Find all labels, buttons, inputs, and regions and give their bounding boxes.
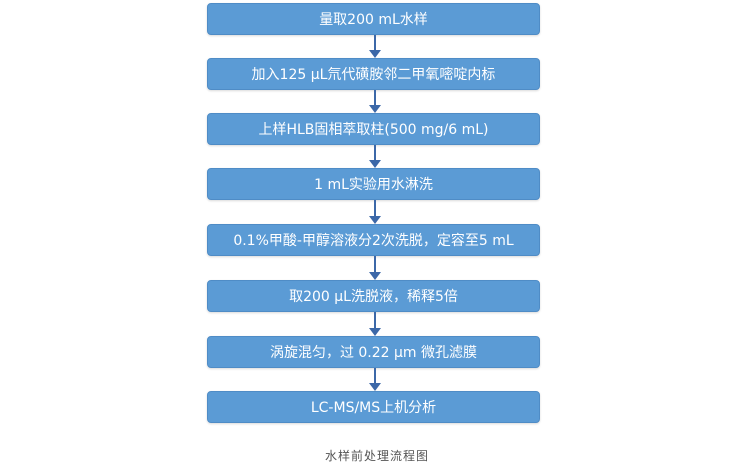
flow-step-8: LC-MS/MS上机分析 xyxy=(207,391,540,423)
arrow-down-icon xyxy=(369,35,381,58)
arrow-down-icon xyxy=(369,312,381,336)
flow-step-7: 涡旋混匀，过 0.22 µm 微孔滤膜 xyxy=(207,336,540,368)
figure-caption: 水样前处理流程图 xyxy=(324,449,429,463)
arrow-down-icon xyxy=(369,145,381,168)
flow-step-5: 0.1%甲酸-甲醇溶液分2次洗脱，定容至5 mL xyxy=(207,224,540,256)
flow-step-1: 量取200 mL水样 xyxy=(207,3,540,35)
flow-step-3: 上样HLB固相萃取柱(500 mg/6 mL) xyxy=(207,113,540,145)
arrow-down-icon xyxy=(369,256,381,280)
arrow-down-icon xyxy=(369,200,381,224)
flow-step-4: 1 mL实验用水淋洗 xyxy=(207,168,540,200)
arrow-down-icon xyxy=(369,368,381,391)
flow-step-6: 取200 µL洗脱液，稀释5倍 xyxy=(207,280,540,312)
flow-step-2: 加入125 µL氘代磺胺邻二甲氧嘧啶内标 xyxy=(207,58,540,90)
arrow-down-icon xyxy=(369,90,381,113)
